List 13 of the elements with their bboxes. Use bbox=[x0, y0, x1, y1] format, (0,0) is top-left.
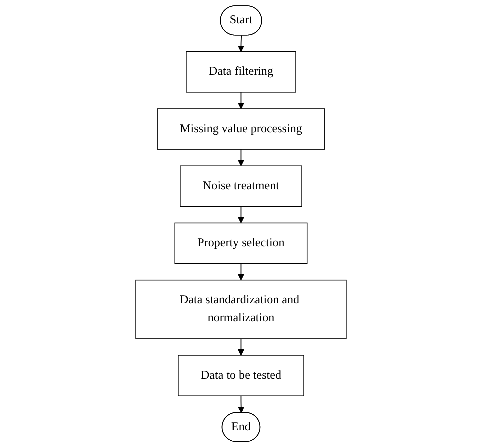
arrow bbox=[238, 396, 245, 414]
node-box: Missing value processing bbox=[157, 108, 326, 150]
arrow bbox=[238, 338, 245, 356]
arrow bbox=[238, 206, 245, 224]
node-box: Property selection bbox=[175, 222, 308, 264]
arrow bbox=[238, 263, 245, 281]
arrow bbox=[238, 92, 245, 110]
arrow bbox=[238, 149, 245, 166]
arrow bbox=[238, 35, 245, 52]
node-box: Data filtering bbox=[186, 52, 297, 93]
node-box: Data to be tested bbox=[178, 355, 305, 396]
node-box: Noise treatment bbox=[180, 166, 303, 208]
node-box: Data standardization and normalization bbox=[136, 280, 348, 340]
